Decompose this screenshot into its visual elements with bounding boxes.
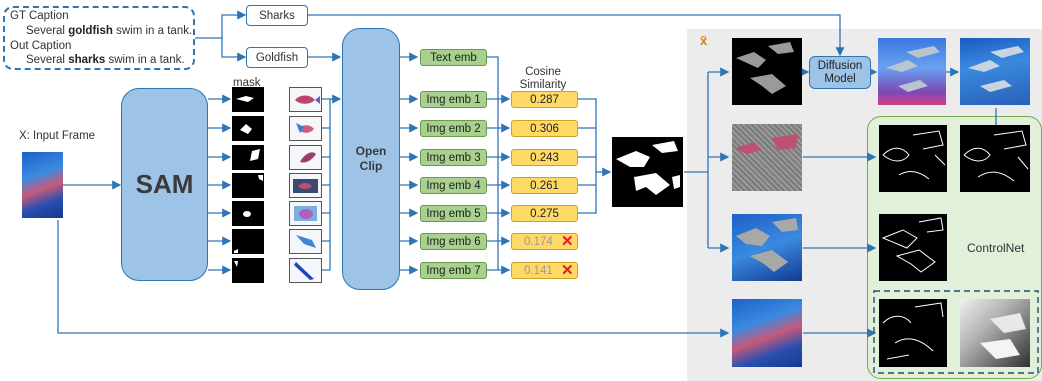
mask-1 — [232, 87, 264, 112]
img-emb-3: Img emb 3 — [420, 149, 487, 166]
similarity-2: 0.306 — [511, 120, 578, 137]
crop-7 — [289, 258, 322, 283]
goldfish-box: Goldfish — [246, 47, 308, 68]
edge-map-3 — [879, 214, 947, 281]
combined-mask — [612, 137, 683, 207]
depth-map — [960, 299, 1030, 367]
mask-2 — [232, 116, 264, 141]
crop-4 — [289, 173, 322, 198]
out-caption-title: Out Caption — [10, 40, 72, 52]
text-emb: Text emb — [420, 49, 487, 66]
gt-caption-title: GT Caption — [10, 10, 69, 22]
final-output — [960, 38, 1030, 105]
mask-label: mask — [233, 77, 261, 89]
crop-6 — [289, 229, 322, 254]
crop-2 — [289, 116, 322, 141]
crop-3 — [289, 145, 322, 170]
caption-box — [3, 6, 195, 70]
x-tilde-label: x̃ — [700, 33, 708, 48]
similarity-6: 0.174 — [511, 233, 578, 250]
similarity-3: 0.243 — [511, 149, 578, 166]
controlnet-label: ControlNet — [967, 241, 1025, 255]
crop-5 — [289, 201, 322, 226]
open-clip-block: Open Clip — [342, 28, 400, 290]
img-emb-1: Img emb 1 — [420, 91, 487, 108]
img-emb-7: Img emb 7 — [420, 262, 487, 279]
out-caption-text: Several sharks swim in a tank. — [26, 54, 185, 66]
mask-3 — [232, 145, 264, 170]
img-emb-2: Img emb 2 — [420, 120, 487, 137]
diffusion-model-block: Diffusion Model — [809, 56, 871, 89]
mask-5 — [232, 201, 264, 226]
reject-icon: ✕ — [561, 262, 574, 279]
sam-block: SAM — [121, 88, 208, 281]
reject-icon: ✕ — [561, 233, 574, 250]
gt-caption-text: Several goldfish swim in a tank. — [26, 25, 193, 37]
noisy-frame — [732, 124, 802, 191]
cosine-similarity-label: Cosine Similarity — [519, 66, 567, 91]
edge-map-1 — [879, 125, 947, 192]
edge-map-4 — [879, 299, 947, 367]
input-frame-image — [22, 152, 63, 218]
edge-map-2 — [960, 125, 1030, 192]
img-emb-5: Img emb 5 — [420, 205, 487, 222]
similarity-4: 0.261 — [511, 177, 578, 194]
img-emb-4: Img emb 4 — [420, 177, 487, 194]
similarity-7: 0.141 — [511, 262, 578, 279]
img-emb-6: Img emb 6 — [420, 233, 487, 250]
mask-7 — [232, 258, 264, 283]
masked-frame — [732, 38, 802, 105]
mask-4 — [232, 173, 264, 198]
similarity-1: 0.287 — [511, 91, 578, 108]
sharks-box: Sharks — [246, 5, 308, 26]
crop-1 — [289, 87, 322, 112]
similarity-5: 0.275 — [511, 205, 578, 222]
masked-input-frame — [732, 214, 802, 281]
mask-6 — [232, 229, 264, 254]
original-frame — [732, 299, 802, 367]
input-frame-label: X: Input Frame — [19, 130, 96, 142]
diffusion-output — [878, 38, 946, 105]
